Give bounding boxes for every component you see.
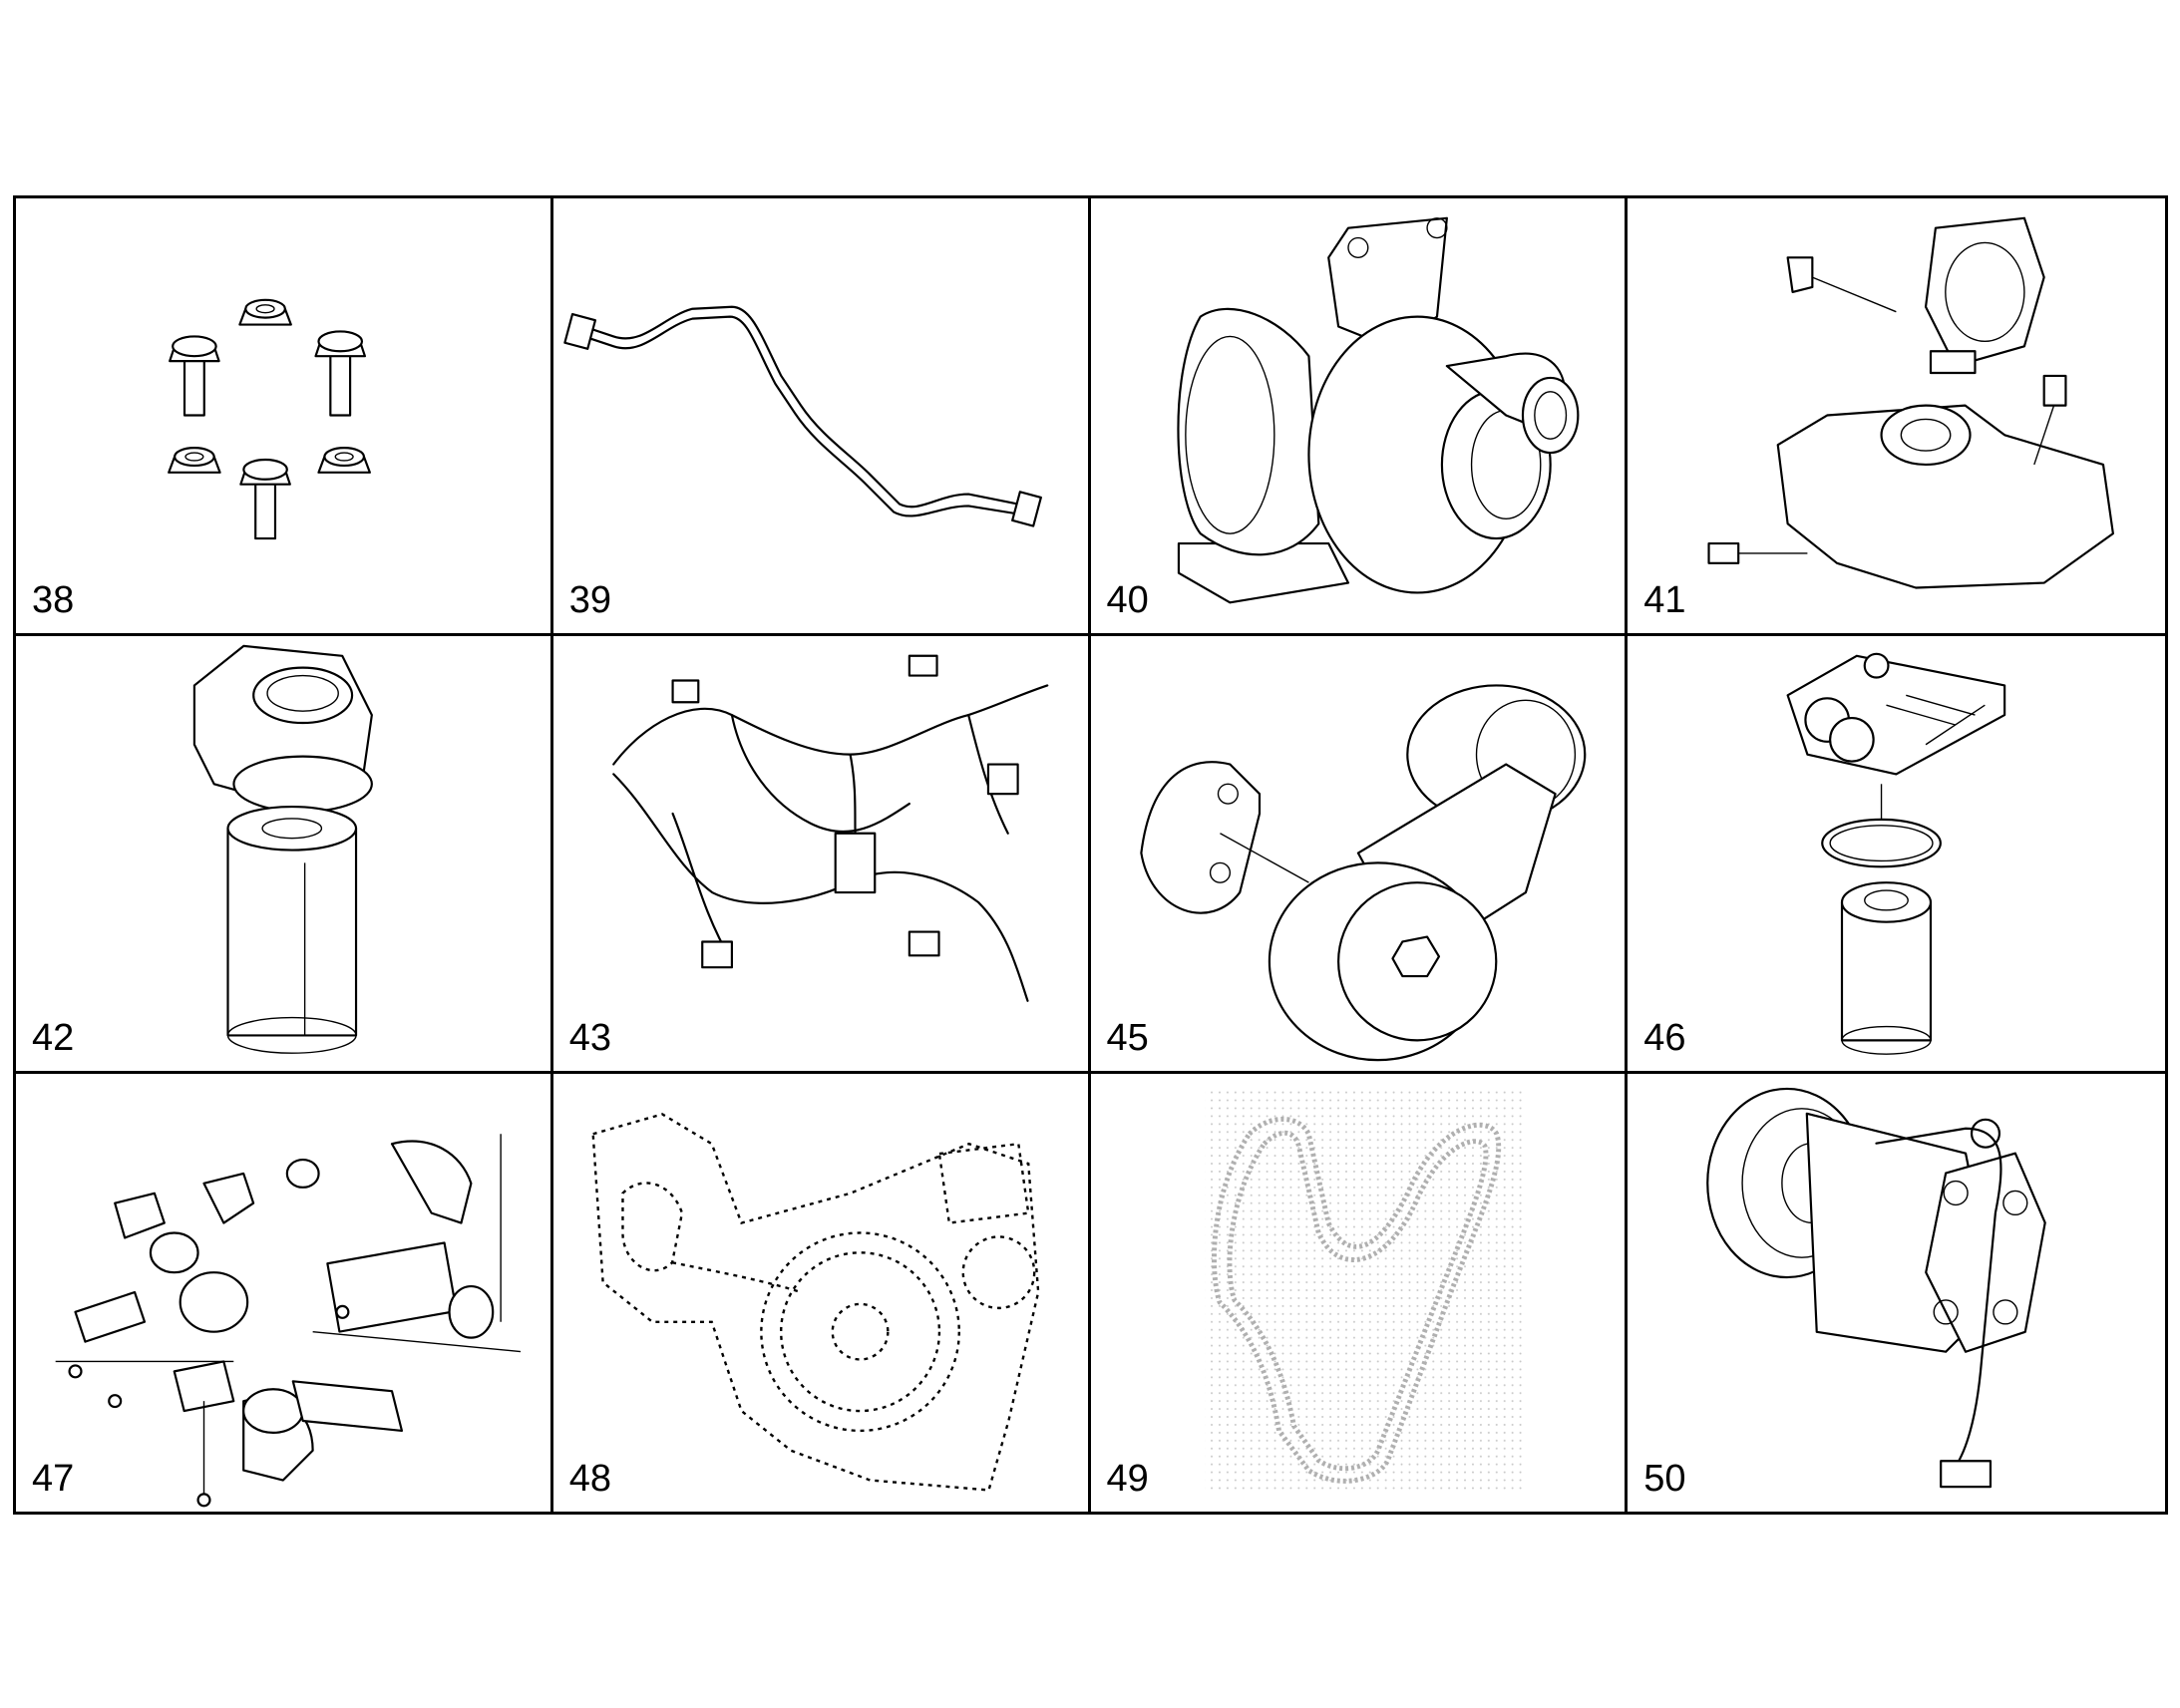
cell-42[interactable]: 42 [16, 636, 553, 1074]
bolts-and-nuts-icon [168, 298, 371, 540]
cell-38[interactable]: 38 [16, 198, 553, 636]
part-number-label: 47 [32, 1458, 75, 1500]
drive-belt-icon [1204, 1086, 1527, 1493]
part-number-label: 45 [1106, 1017, 1149, 1059]
wiring-harness-icon [611, 654, 1049, 1002]
part-number-label: 41 [1643, 579, 1686, 621]
cell-41[interactable]: 41 [1628, 198, 2165, 636]
oil-filter-module-icon [1786, 652, 2006, 1055]
cell-46[interactable]: 46 [1628, 636, 2165, 1074]
part-number-label: 40 [1106, 579, 1149, 621]
turbocharger-icon [1176, 216, 1579, 604]
cell-48[interactable]: 48 [553, 1074, 1091, 1512]
pipe-icon [563, 305, 1042, 527]
part-number-label: 46 [1643, 1017, 1686, 1059]
cell-50[interactable]: 50 [1628, 1074, 2165, 1512]
egr-kit-icon [55, 1134, 522, 1508]
gear-housing-icon [591, 1113, 1040, 1492]
part-number-label: 39 [568, 579, 612, 621]
cell-49[interactable]: 49 [1091, 1074, 1629, 1512]
part-number-label: 49 [1106, 1458, 1149, 1500]
part-number-label: 43 [568, 1017, 612, 1059]
cell-43[interactable]: 43 [552, 636, 1091, 1074]
ac-compressor-icon [1706, 1087, 2047, 1489]
fuel-filter-icon [192, 644, 373, 1054]
cell-40[interactable]: 40 [1090, 198, 1629, 636]
thermostat-housing-icon [1707, 216, 2115, 589]
cell-39[interactable]: 39 [552, 198, 1091, 636]
belt-tensioner-icon [1139, 684, 1586, 1062]
part-number-label: 38 [32, 579, 75, 621]
parts-grid: 38 39 40 [13, 195, 2168, 1515]
cell-45[interactable]: 45 [1090, 636, 1629, 1074]
part-number-label: 42 [32, 1017, 75, 1059]
part-number-label: 50 [1643, 1458, 1686, 1500]
part-number-label: 48 [568, 1458, 612, 1500]
cell-47[interactable]: 47 [16, 1074, 553, 1512]
